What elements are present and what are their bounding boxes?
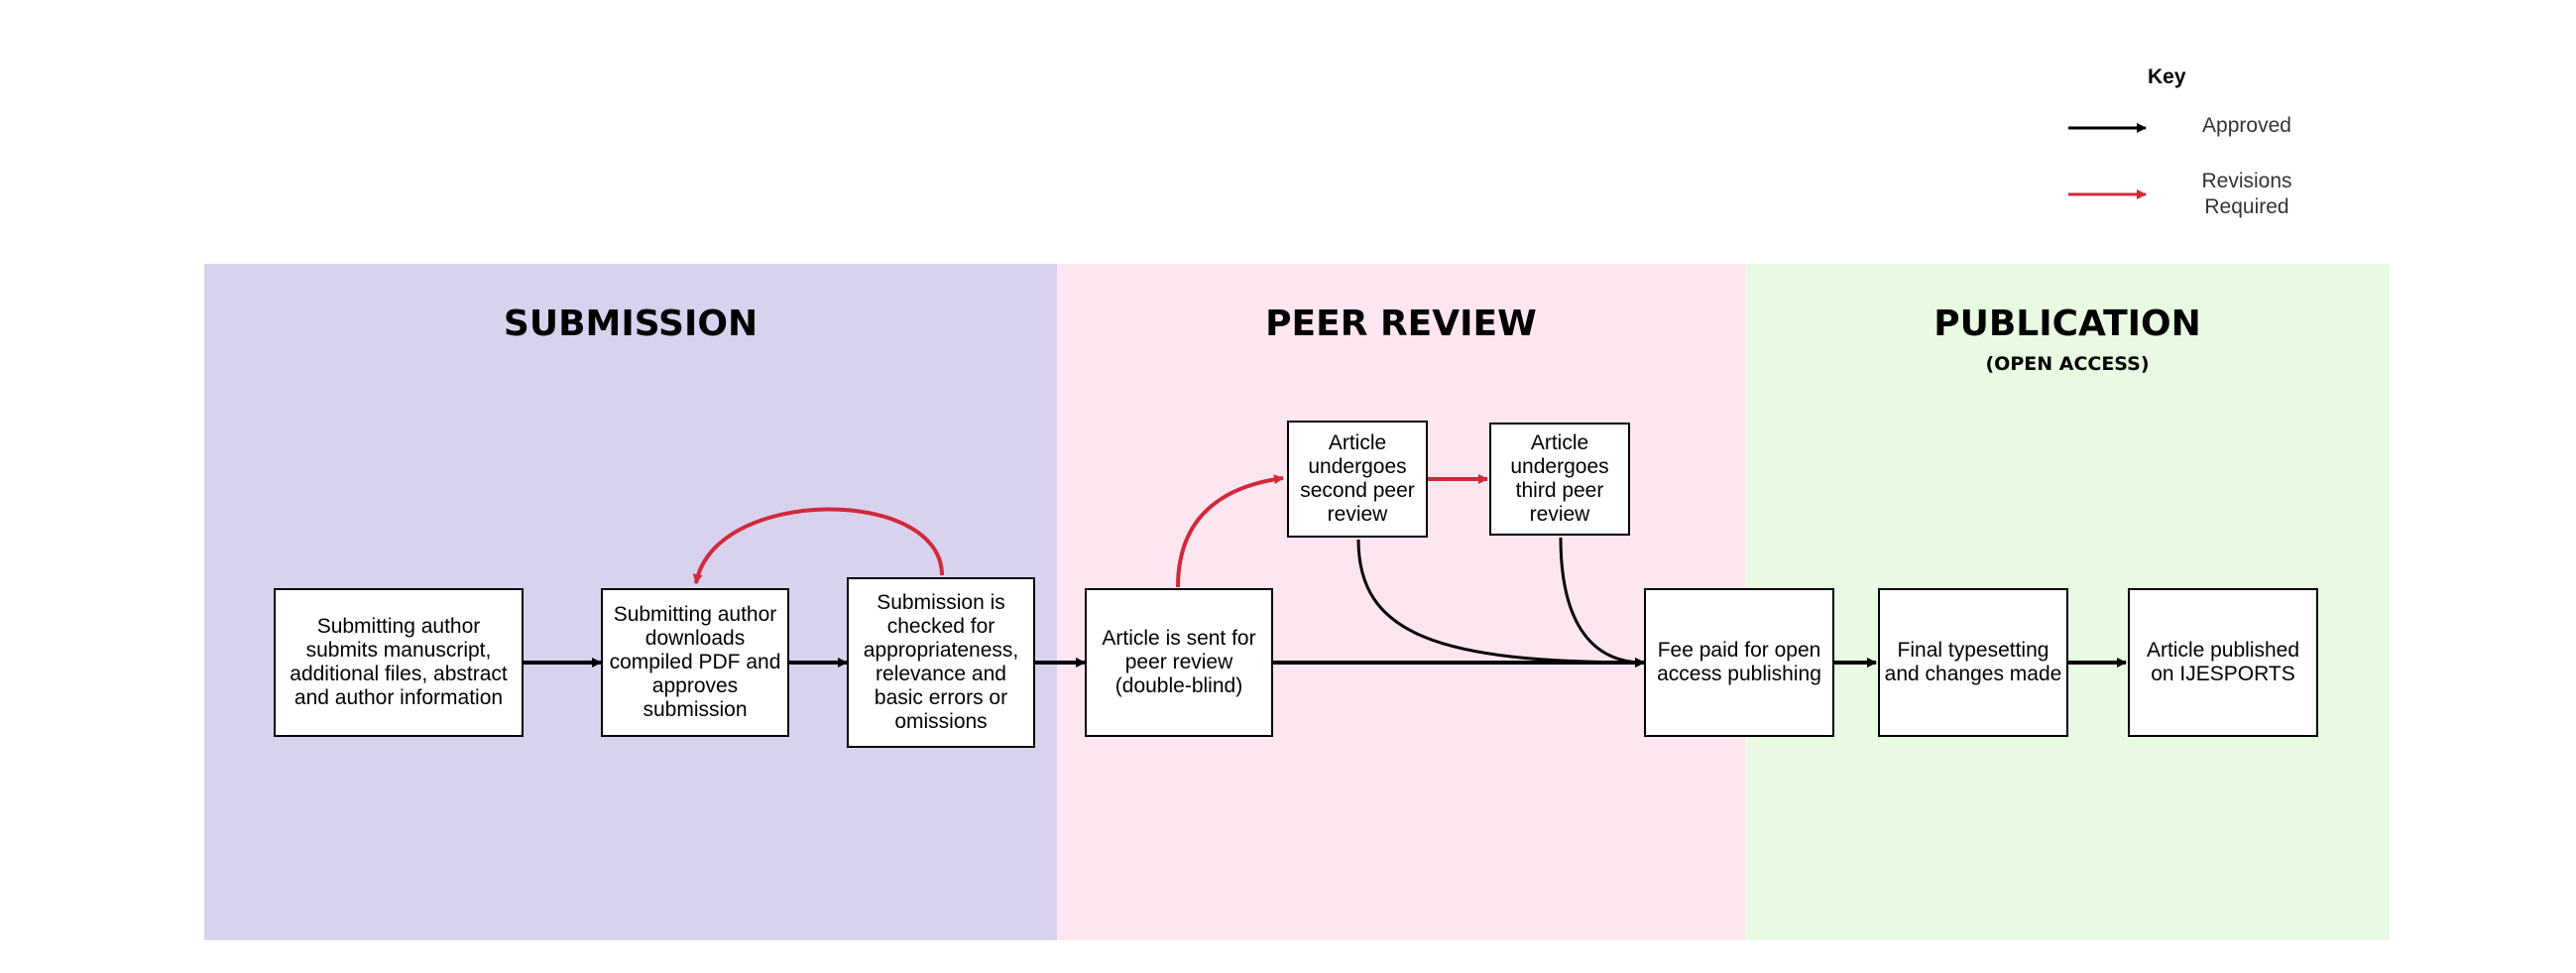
submission-title: SUBMISSION xyxy=(503,304,759,344)
key-revisions-label: Revisions Required xyxy=(2201,170,2292,218)
node-published: Article published on IJESPORTS xyxy=(2128,588,2318,737)
peer-review-title: PEER REVIEW xyxy=(1265,304,1537,344)
arrow-third-to-fee xyxy=(1559,537,1645,668)
node-typeset: Final typesetting and changes made xyxy=(1878,588,2068,737)
node-submit: Submitting author submits manuscript, ad… xyxy=(274,588,524,737)
publication-subtitle: (OPEN ACCESS) xyxy=(1985,353,2150,375)
node-third-review: Article undergoes third peer review xyxy=(1489,423,1630,536)
arrow-check-loop-to-download xyxy=(692,507,944,584)
node-second-review: Article undergoes second peer review xyxy=(1287,421,1428,538)
publication-title: PUBLICATION xyxy=(1933,304,2201,344)
node-download: Submitting author downloads compiled PDF… xyxy=(601,588,789,737)
arrow-sent-to-second xyxy=(1176,474,1284,588)
arrow-second-to-fee xyxy=(1356,539,1645,668)
key-title: Key xyxy=(2148,65,2186,88)
node-fee: Fee paid for open access publishing xyxy=(1644,588,1834,737)
node-sent: Article is sent for peer review (double-… xyxy=(1085,588,1273,737)
node-check: Submission is checked for appropriatenes… xyxy=(847,577,1035,748)
key-approved-label: Approved xyxy=(2202,114,2291,137)
